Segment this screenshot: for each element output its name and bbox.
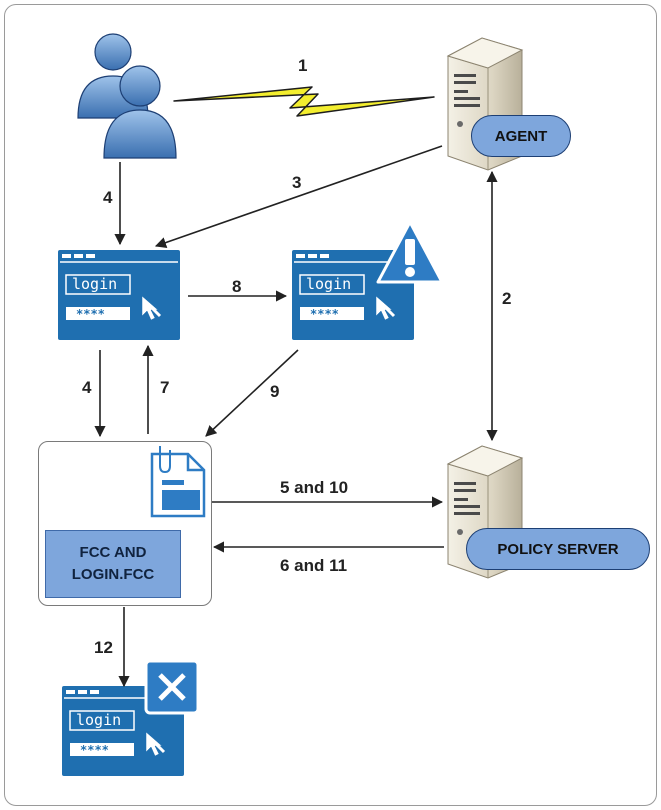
document-icon [150,446,206,518]
close-icon [144,659,200,715]
lightning-link [173,86,435,117]
policy-server-label: POLICY SERVER [466,528,650,570]
login-window-main: login **** [56,248,182,342]
login-window-error: login **** [290,248,416,342]
login-window-main-password: **** [76,307,105,321]
login-window-closed-password: **** [80,743,109,757]
arrow-3 [154,145,443,248]
arrow-9 [205,349,299,437]
step-6-11-label: 6 and 11 [280,556,348,575]
fcc-label: FCC AND LOGIN.FCC [45,530,181,598]
users-icon [77,33,177,159]
arrows [94,145,498,688]
warning-icon [376,220,444,284]
login-window-main-label: login [72,275,117,293]
step-4-top-label: 4 [103,188,113,207]
step-1-label: 1 [298,56,308,75]
agent-label: AGENT [471,115,571,157]
login-window-error-label: login [306,275,351,293]
step-4-bottom-label: 4 [82,378,92,397]
step-5-10-label: 5 and 10 [280,478,349,497]
login-window-closed-label: login [76,711,121,729]
login-window-error-password: **** [310,307,339,321]
step-8-label: 8 [232,277,242,296]
step-2-label: 2 [502,289,512,308]
step-7-label: 7 [160,378,170,397]
step-3-label: 3 [292,173,302,192]
login-window-closed: login **** [60,684,186,778]
fcc-label-line1: FCC AND [79,544,147,561]
step-9-label: 9 [270,382,280,401]
fcc-label-line2: LOGIN.FCC [71,566,155,583]
step-12-label: 12 [94,638,113,657]
